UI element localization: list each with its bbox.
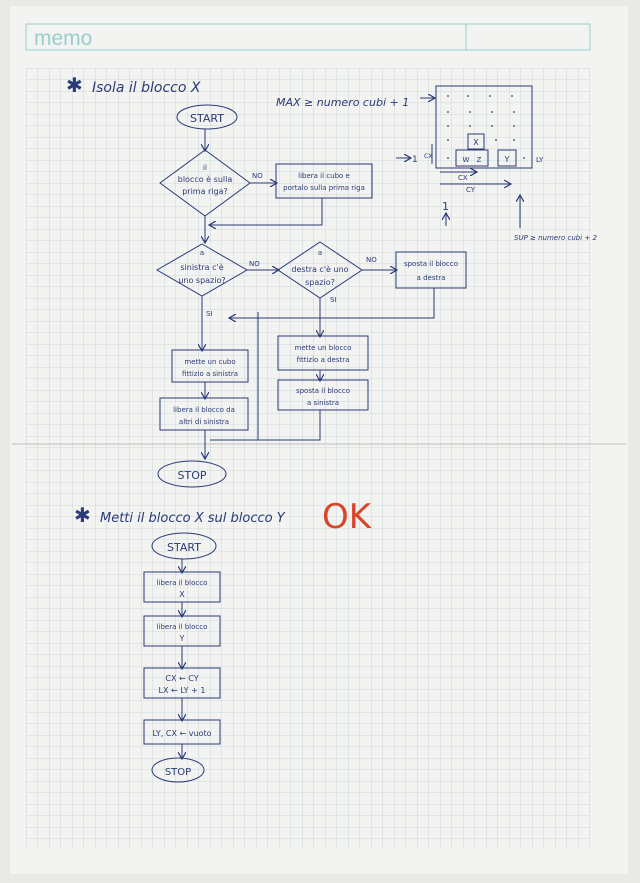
ly-label: LY xyxy=(536,156,544,164)
cube-x xyxy=(467,133,485,150)
one-left-label: 1 xyxy=(412,155,418,165)
d2-line1: a xyxy=(200,249,204,257)
p-fill-right-line1: mette un blocco xyxy=(295,344,352,352)
cy-label: CY xyxy=(466,186,476,194)
section1-title: Isola il blocco X xyxy=(92,80,201,96)
p-free-left-line1: libera il blocco da xyxy=(173,406,235,414)
d1-line2: blocco è sulla xyxy=(178,174,233,184)
d1-no: NO xyxy=(252,172,263,180)
cx-side-label: CX xyxy=(424,153,432,160)
one-bottom-label: 1 xyxy=(442,200,449,213)
cube-w-label: W xyxy=(463,156,470,164)
stop-label: STOP xyxy=(178,469,207,482)
process-fill-left xyxy=(171,349,249,383)
d1-line3: prima riga? xyxy=(182,187,228,196)
process-fill-right xyxy=(277,335,369,371)
stop2-label: STOP xyxy=(165,767,191,778)
p-free-left-line2: altri di sinistra xyxy=(179,418,229,426)
stop2-terminal xyxy=(151,757,205,783)
p1-line2: X xyxy=(179,590,185,599)
p3-line2: LX ← LY + 1 xyxy=(159,686,206,695)
process-move-left xyxy=(277,379,369,411)
sup-constraint: SUP ≥ numero cubi + 2 xyxy=(514,234,597,242)
ok-mark: OK xyxy=(322,497,373,537)
process-free-cube xyxy=(275,163,373,199)
d3-line1: a xyxy=(318,249,322,257)
p2-line1: libera il blocco xyxy=(157,623,208,631)
cube-y-label: Y xyxy=(504,155,510,164)
process-free-left xyxy=(159,397,249,431)
d1-line1: il xyxy=(203,164,207,172)
p-move-left-line2: a sinistra xyxy=(307,399,339,407)
d3-si: SI xyxy=(330,296,337,304)
section2-title: Metti il blocco X sul blocco Y xyxy=(100,511,286,526)
asterisk-icon-2: ✱ xyxy=(74,503,91,527)
p1-line1: libera il blocco xyxy=(157,579,208,587)
p-free-line2: portalo sulla prima riga xyxy=(283,184,365,192)
p-right-line1: sposta il blocco xyxy=(404,260,458,268)
stop-terminal xyxy=(157,460,227,488)
p-fill-left-line1: mette un cubo xyxy=(184,358,235,366)
d2-line2: sinistra c'è xyxy=(180,262,223,272)
memo-label: memo xyxy=(34,27,92,50)
board-diagram xyxy=(435,85,533,169)
start-label: START xyxy=(190,112,224,125)
memo-header xyxy=(25,23,591,51)
cube-y xyxy=(497,149,517,167)
process-move-right xyxy=(395,251,467,289)
p-fill-right-line2: fittizio a destra xyxy=(297,356,350,364)
start2-label: START xyxy=(167,541,201,554)
d3-no: NO xyxy=(366,256,377,264)
p4-label: LY, CX ← vuoto xyxy=(153,729,212,738)
p-right-line2: a destra xyxy=(417,274,446,282)
max-constraint: MAX ≥ numero cubi + 1 xyxy=(276,96,409,109)
start2-terminal xyxy=(151,532,217,560)
d3-line2: destra c'è uno xyxy=(291,264,348,274)
d2-si: SI xyxy=(206,310,213,318)
asterisk-icon: ✱ xyxy=(66,73,83,97)
cube-x-label: X xyxy=(473,138,479,147)
cube-wz xyxy=(455,149,489,167)
p-move-left-line1: sposta il blocco xyxy=(296,387,350,395)
d3-line3: spazio? xyxy=(305,278,335,287)
d2-line3: uno spazio? xyxy=(178,276,225,285)
d2-no: NO xyxy=(249,260,260,268)
start-terminal xyxy=(176,104,238,130)
p-free-line1: libera il cubo e xyxy=(298,172,350,180)
cube-z-label: Z xyxy=(477,156,482,164)
cx-label: CX xyxy=(458,174,468,182)
p2-line2: Y xyxy=(179,634,185,643)
p-fill-left-line2: fittizio a sinistra xyxy=(182,370,238,378)
p3-line1: CX ← CY xyxy=(165,674,198,683)
